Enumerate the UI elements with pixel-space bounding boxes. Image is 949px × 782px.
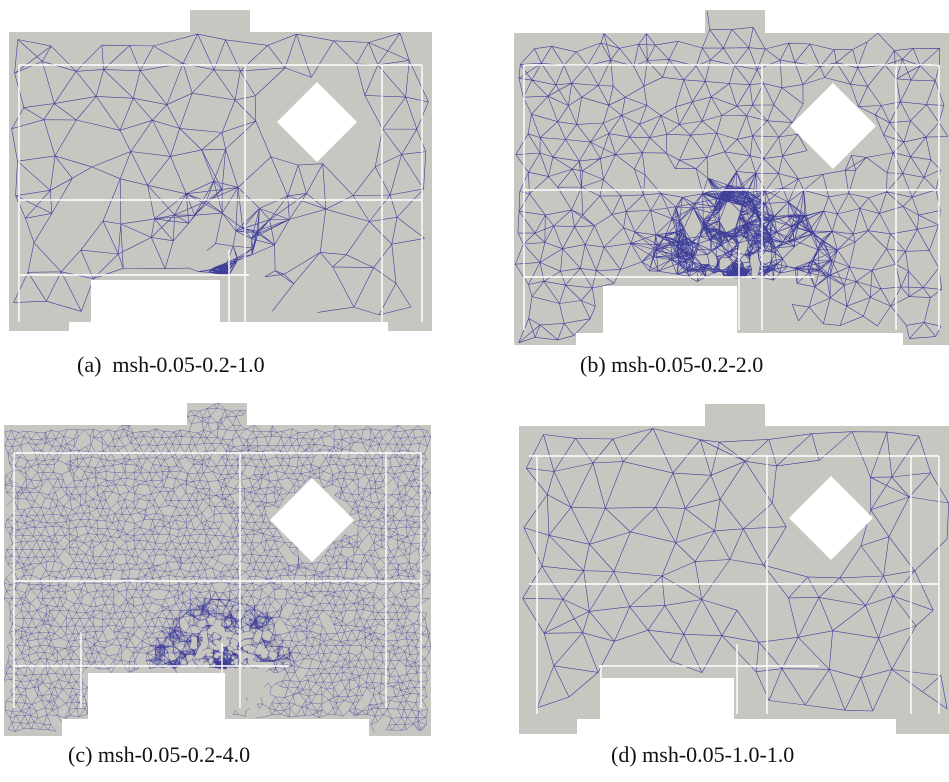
caption-d: (d) msh-0.05-1.0-1.0 <box>611 742 795 767</box>
mesh-bottom-cutout <box>600 678 734 734</box>
diamond-opening <box>790 83 876 169</box>
mesh-notch-left <box>69 322 91 331</box>
mesh-notch-left <box>62 719 88 736</box>
panel-d <box>519 404 949 734</box>
mesh-bottom-cutout <box>88 673 225 736</box>
mesh-notch-right <box>737 333 903 345</box>
diamond-opening <box>789 476 873 560</box>
mesh-top-tab <box>187 403 247 427</box>
panel-b <box>514 10 949 345</box>
diamond-opening <box>270 478 354 562</box>
panel-a <box>9 10 432 331</box>
mesh-notch-right <box>225 719 369 736</box>
mesh-top-tab <box>705 404 765 428</box>
mesh-d <box>519 404 949 734</box>
caption-b: (b) msh-0.05-0.2-2.0 <box>580 352 764 377</box>
mesh-notch-right <box>734 719 896 734</box>
caption-a: (a) msh-0.05-0.2-1.0 <box>77 352 265 377</box>
panel-c <box>4 403 431 736</box>
mesh-notch-left <box>577 719 600 734</box>
mesh-bottom-cutout <box>91 280 220 331</box>
diamond-opening <box>277 82 357 162</box>
mesh-top-tab <box>705 10 765 35</box>
mesh-c <box>4 403 431 736</box>
mesh-a <box>9 10 432 331</box>
mesh-top-tab <box>190 10 250 34</box>
mesh-b <box>514 10 949 345</box>
mesh-notch-right <box>220 322 388 331</box>
mesh-bottom-cutout <box>603 286 737 345</box>
caption-c: (c) msh-0.05-0.2-4.0 <box>68 742 251 767</box>
mesh-notch-left <box>576 333 603 345</box>
mesh-edges <box>522 428 949 712</box>
